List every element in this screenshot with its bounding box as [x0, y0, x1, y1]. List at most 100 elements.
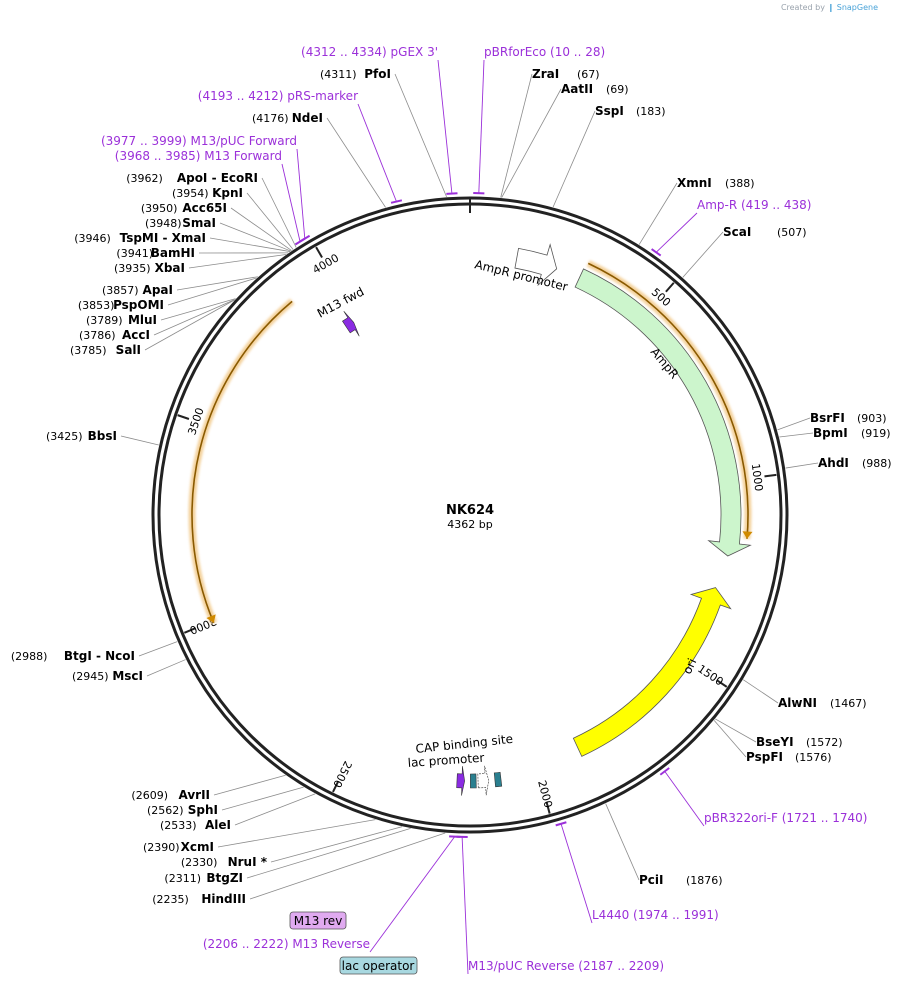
enzyme-leader	[270, 826, 403, 863]
enzyme-name: TspMI - XmaI	[120, 231, 206, 245]
tick-mark	[177, 414, 190, 420]
site-labels: ZraI(67)AatII(69)SspI(183)XmnI(388)ScaI(…	[11, 45, 892, 973]
enzyme-position: (67)	[577, 68, 600, 81]
enzyme-position: (183)	[636, 105, 666, 118]
enzyme-position: (4176)	[252, 112, 289, 125]
enzyme-name: NdeI	[292, 111, 323, 125]
enzyme-name: AatII	[561, 82, 593, 96]
enzyme-leader	[176, 276, 258, 291]
enzyme-name: PspOMI	[113, 298, 164, 312]
enzyme-position: (2562)	[147, 804, 184, 817]
enzyme-position: (1467)	[830, 697, 867, 710]
enzyme-position: (2235)	[152, 893, 189, 906]
enzyme-position: (3935)	[114, 262, 151, 275]
enzyme-name: BtgI - NcoI	[64, 649, 135, 663]
primer-label: (4312 .. 4334) pGEX 3'	[301, 45, 438, 59]
enzyme-leader	[249, 832, 446, 900]
enzyme-leader	[777, 417, 811, 431]
features-group	[294, 192, 752, 838]
tick-mark	[332, 780, 340, 793]
tick-label: 1500	[695, 662, 725, 688]
lac-promoter-arrow	[477, 765, 490, 796]
primer-mark	[555, 821, 567, 827]
plasmid-length: 4362 bp	[447, 518, 492, 531]
tick-mark	[665, 282, 675, 293]
primer-label: (2206 .. 2222) M13 Reverse	[203, 937, 370, 951]
orf-group	[188, 260, 753, 625]
enzyme-name: AleI	[205, 818, 231, 832]
ori-arrow	[572, 587, 732, 757]
enzyme-name: PciI	[639, 873, 664, 887]
enzyme-name: XcmI	[181, 840, 214, 854]
enzyme-name: XmnI	[677, 176, 712, 190]
credit-brand: SnapGene	[836, 3, 878, 12]
enzyme-position: (3857)	[102, 284, 139, 297]
lac-operator-box	[470, 773, 477, 789]
enzyme-position: (2311)	[164, 872, 201, 885]
enzyme-leader	[217, 819, 376, 848]
enzyme-leader	[501, 88, 562, 198]
primer-mark	[390, 199, 403, 204]
enzyme-position: (3853)	[78, 299, 115, 312]
tick-mark	[315, 246, 323, 258]
enzyme-leader	[246, 828, 411, 879]
leader-lines	[120, 59, 819, 975]
enzyme-leader	[138, 641, 178, 657]
primer-mark	[449, 835, 461, 838]
enzyme-position: (1576)	[795, 751, 832, 764]
enzyme-position: (3954)	[172, 187, 209, 200]
plasmid-name: NK624	[446, 503, 494, 518]
primer-label: L4440 (1974 .. 1991)	[592, 908, 719, 922]
tick-label: 4000	[310, 251, 341, 276]
snapgene-credit: Created by ❙ SnapGene	[781, 3, 878, 12]
enzyme-position: (3786)	[79, 329, 116, 342]
enzyme-name: SalI	[116, 343, 141, 357]
enzyme-name: PspFI	[746, 750, 783, 764]
primer-leader	[655, 212, 698, 253]
enzyme-position: (2533)	[160, 819, 197, 832]
enzyme-name: Acc65I	[182, 201, 227, 215]
primer-label: (4193 .. 4212) pRS-marker	[198, 89, 358, 103]
enzyme-position: (988)	[862, 457, 892, 470]
primer-leader	[369, 836, 456, 953]
enzyme-leader	[246, 192, 294, 250]
enzyme-name: SphI	[188, 803, 218, 817]
tick-mark	[183, 627, 196, 634]
enzyme-position: (388)	[725, 177, 755, 190]
primer-label: (3977 .. 3999) M13/pUC Forward	[101, 134, 297, 148]
orf-line	[191, 300, 293, 624]
enzyme-name: BtgZI	[206, 871, 243, 885]
tick-label: 2500	[330, 759, 354, 790]
feature-label-lac-promoter: lac promoter	[407, 751, 485, 770]
enzyme-position: (3948)	[145, 217, 182, 230]
enzyme-name: BamHI	[151, 246, 195, 260]
tick-mark	[764, 473, 777, 478]
enzyme-name: ZraI	[532, 67, 559, 81]
enzyme-name: BseYI	[756, 735, 794, 749]
enzyme-name: ApaI	[143, 283, 173, 297]
enzyme-name: BsrFI	[810, 411, 845, 425]
feature-label-ori: ori	[680, 656, 699, 676]
primer-leader	[437, 59, 453, 194]
enzyme-leader	[785, 462, 819, 469]
enzyme-name: BpmI	[813, 426, 848, 440]
enzyme-position: (507)	[777, 226, 807, 239]
enzyme-position: (919)	[861, 427, 891, 440]
enzyme-position: (69)	[606, 83, 629, 96]
enzyme-name: MluI	[128, 313, 157, 327]
enzyme-leader	[713, 720, 747, 758]
tick-label: 1000	[749, 463, 766, 492]
enzyme-leader	[160, 298, 236, 321]
enzyme-name: MscI	[112, 669, 143, 683]
enzyme-name: AvrII	[178, 788, 210, 802]
enzyme-leader	[261, 177, 297, 248]
enzyme-name: ApoI - EcoRI	[177, 171, 258, 185]
lac-operator-label: lac operator	[342, 959, 415, 973]
feature-label-m13-fwd: M13 fwd	[315, 284, 367, 320]
enzyme-leader	[605, 803, 640, 881]
enzyme-leader	[213, 774, 286, 796]
m13-rev-label: M13 rev	[294, 914, 343, 928]
enzyme-position: (1572)	[806, 736, 843, 749]
enzyme-name: AccI	[122, 328, 150, 342]
enzyme-leader	[209, 237, 291, 252]
